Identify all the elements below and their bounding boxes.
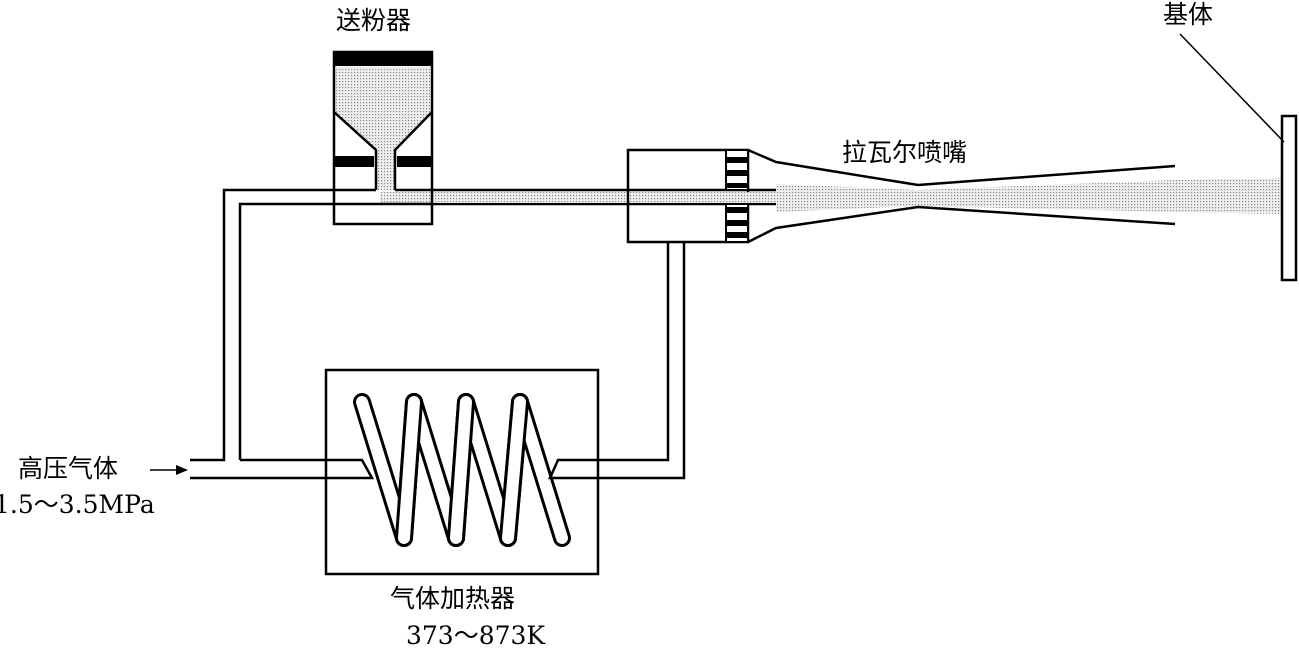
nozzle-upper-wall xyxy=(747,148,1176,187)
spray-plume xyxy=(776,178,1282,214)
laval-nozzle xyxy=(747,148,1282,244)
gas-piping xyxy=(190,188,686,480)
grid-upper-bar-1 xyxy=(726,157,748,163)
grid-upper-bar-2 xyxy=(726,170,748,176)
powder-feeder-label: 送粉器 xyxy=(336,6,412,35)
heater-outlet-outer xyxy=(566,240,670,462)
heater-temperature-label: 373～873K xyxy=(406,621,546,650)
feeder-powder xyxy=(336,67,430,190)
feeder-valve-left xyxy=(334,156,374,167)
coil-inlet xyxy=(354,458,375,480)
heater-body xyxy=(324,368,600,576)
powder-stream-chamber xyxy=(630,192,776,203)
feeder-valve-right xyxy=(397,156,432,167)
gas-inlet-label: 高压气体 xyxy=(18,454,119,483)
hopper-right-wall xyxy=(393,111,433,190)
substrate-leader xyxy=(1179,33,1285,143)
substrate-plate xyxy=(1280,114,1298,282)
feeder-top-cap xyxy=(334,52,432,66)
powder-stream-pipe xyxy=(380,192,776,203)
gas-pressure-label: 1.5～3.5MPa xyxy=(0,490,155,519)
hopper-left-wall xyxy=(333,111,378,190)
grid-lower-bar-3 xyxy=(726,232,748,238)
gas-heater-label: 气体加热器 xyxy=(390,584,516,613)
heater-coil xyxy=(353,393,571,547)
arrow-head-icon xyxy=(176,465,188,475)
laval-nozzle-label: 拉瓦尔喷嘴 xyxy=(842,138,968,167)
inlet-arrow xyxy=(150,465,188,475)
inlet-pipe-inner xyxy=(238,202,334,460)
grid-lower-bar-1 xyxy=(726,207,748,213)
grid-upper-bar-3 xyxy=(726,183,748,188)
powder-feeder xyxy=(332,50,434,226)
inlet-pipe-top xyxy=(190,188,334,462)
nozzle-chamber xyxy=(626,148,776,244)
heater-outlet-inner xyxy=(566,240,686,480)
substrate xyxy=(1179,33,1298,282)
gas-heater xyxy=(324,368,600,576)
substrate-label: 基体 xyxy=(1163,0,1214,29)
coil-outlet xyxy=(548,458,568,480)
nozzle-lower-wall xyxy=(747,205,1176,244)
grid-lower-bar-2 xyxy=(726,220,748,226)
